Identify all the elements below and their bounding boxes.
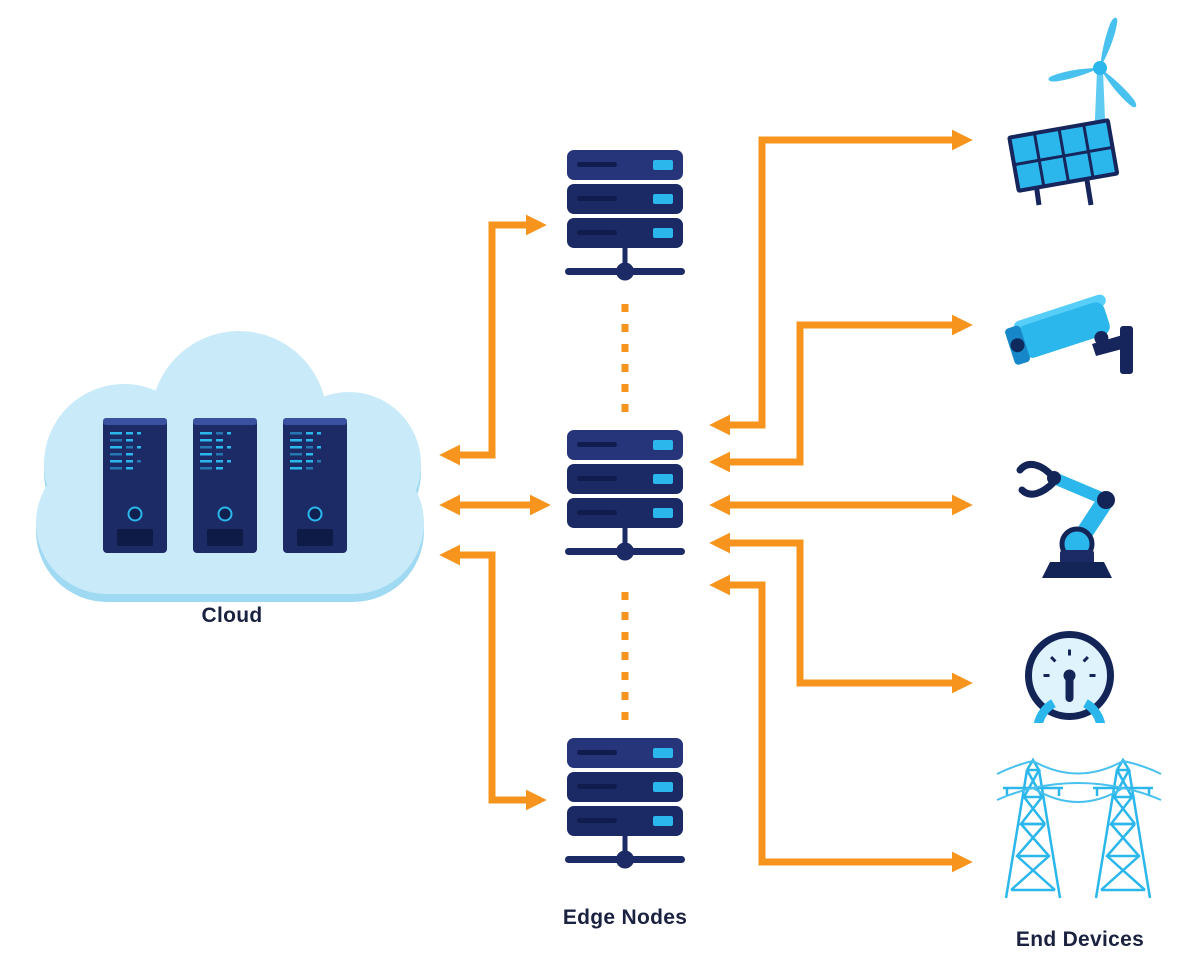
cloud-label: Cloud (201, 604, 263, 627)
power-transmission-towers-icon (996, 757, 1162, 899)
edge-node-middle-icon (565, 430, 685, 561)
robotic-arm-icon (1016, 460, 1115, 578)
edge-node-bottom-icon (565, 738, 685, 869)
solar-panel (1007, 118, 1120, 193)
power-wires (996, 760, 1162, 803)
connector-edge-windturbine (709, 129, 973, 436)
connector-cloud-edge-top (439, 214, 547, 466)
cloud-server-tower-icon (193, 418, 257, 553)
cloud-icon (36, 331, 424, 602)
edge-nodes-label: Edge Nodes (562, 906, 688, 929)
connector-edge-camera (709, 314, 973, 473)
turbine-blades (1048, 17, 1137, 108)
tower-left (1003, 757, 1063, 899)
cloud-server-tower-icon (283, 418, 347, 553)
wind-turbine-solar-panel-icon (1007, 17, 1137, 206)
camera-body (1005, 294, 1110, 365)
edge-node-top-icon (565, 150, 685, 281)
connector-cloud-edge-bottom (439, 544, 547, 811)
gauge-ticks (1043, 649, 1096, 677)
end-devices-label: End Devices (1015, 928, 1145, 951)
connector-edge-powerlines (709, 574, 973, 873)
tower-right (1093, 757, 1153, 899)
gauge-meter-icon (1025, 631, 1114, 723)
cloud-server-tower-icon (103, 418, 167, 553)
security-camera-icon (1005, 294, 1133, 374)
cloud-server-towers (103, 418, 347, 553)
